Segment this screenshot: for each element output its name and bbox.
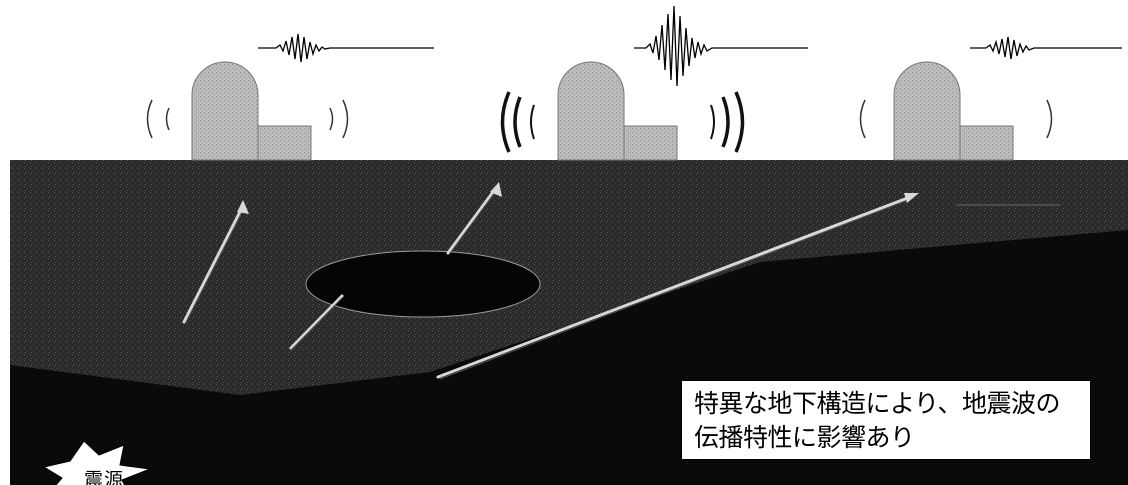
turbine-building (623, 125, 678, 161)
seismic-ray-paths (182, 182, 1061, 380)
ground (10, 160, 1128, 485)
ray-path (446, 182, 502, 255)
epicenter-label: 震源 (83, 469, 124, 485)
ground-upper-layer (10, 160, 1128, 395)
vibration-arc-icon (146, 99, 349, 139)
caption-box: 特異な地下構造により、地震波の 伝播特性に影響あり (681, 380, 1091, 460)
nuclear-plant-icon (893, 61, 1014, 161)
reactor-building (557, 61, 625, 161)
nuclear-plant-icon (191, 61, 312, 161)
reactor-building (893, 61, 961, 161)
ray-path (436, 193, 919, 380)
seismic-waveform-icon (634, 5, 808, 87)
seismic-waveform-icon (258, 33, 434, 63)
seismic-waveform-icon (970, 36, 1122, 60)
explosion-burst-icon (42, 440, 152, 485)
vibration-arc-icon (859, 99, 1053, 139)
ray-path (289, 294, 344, 351)
reactor-building (191, 61, 259, 161)
ray-path (182, 200, 249, 324)
caption-line-1: 特異な地下構造により、地震波の (694, 389, 1061, 418)
turbine-building (257, 125, 312, 161)
anomalous-underground-structure (305, 250, 541, 318)
caption-line-2: 伝播特性に影響あり (694, 423, 915, 452)
nuclear-plant-icon (557, 61, 678, 161)
turbine-building (959, 125, 1014, 161)
vibration-arc-icon (500, 91, 745, 153)
